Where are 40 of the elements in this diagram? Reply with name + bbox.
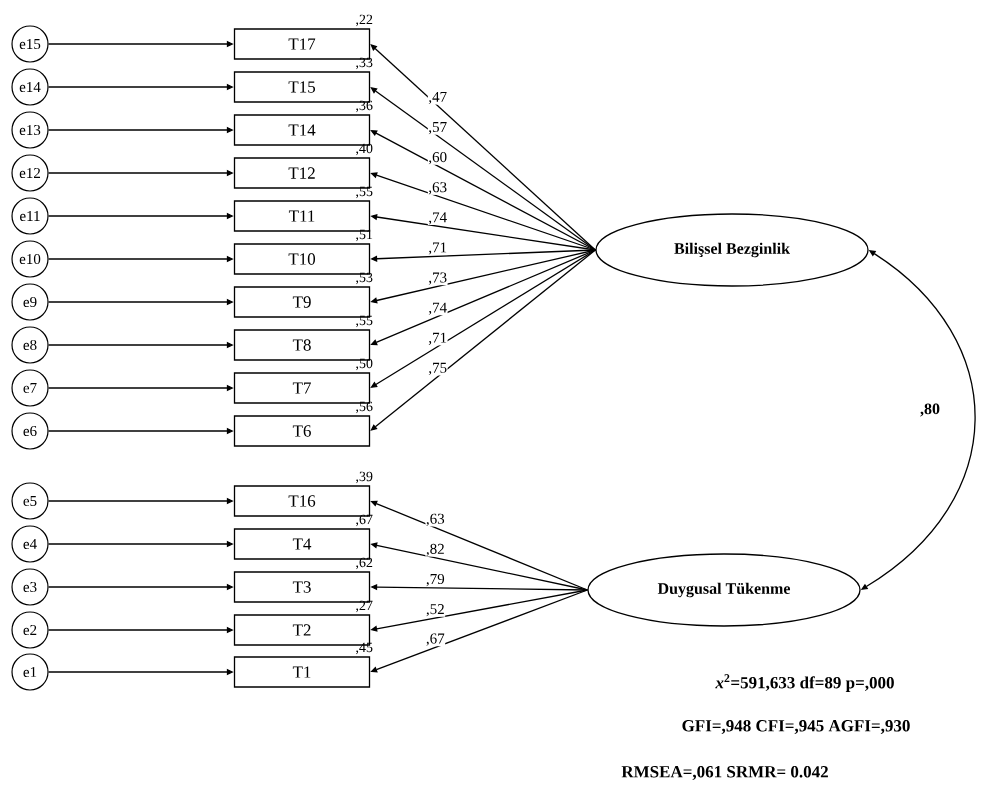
edge-label: ,79 [425,573,446,587]
r-squared-label: ,51 [356,229,373,242]
variable-box: T6 [233,415,371,447]
arrow [370,249,596,388]
edge-label: ,74 [427,211,448,225]
r-squared-label: ,56 [356,401,373,414]
arrow [370,44,596,251]
r-squared-label: ,33 [356,57,373,70]
edge-label: ,75 [427,362,448,376]
r-squared-label: ,22 [356,14,373,27]
fit-statistics: RMSEA=,061 SRMR= 0.042 [621,766,828,780]
edge-label: ,63 [425,513,446,527]
variable-box: T1 [233,656,371,688]
arrow [370,130,596,251]
edge-label: ,47 [427,91,448,105]
r-squared-label: ,50 [356,358,373,371]
arrow [370,249,596,431]
r-squared-label: ,40 [356,143,373,156]
r-squared-label: ,55 [356,315,373,328]
edge-label: ,57 [427,121,448,135]
edge-label: ,73 [427,271,448,286]
fit-statistics: GFI=,948 CFI=,945 AGFI=,930 [682,720,910,734]
edge-label: ,60 [427,151,448,165]
edge-label: ,52 [425,603,446,617]
r-squared-label: ,67 [356,514,373,527]
r-squared-label: ,55 [356,186,373,199]
edge-label: ,71 [427,241,448,256]
arrow [370,87,596,251]
edge-label: ,63 [427,181,448,195]
r-squared-label: ,27 [356,600,373,613]
edge-label: ,74 [427,302,448,316]
edge-label: ,80 [919,402,941,418]
edge-label: ,71 [427,332,448,346]
edge-label: ,67 [425,632,446,647]
r-squared-label: ,62 [356,557,373,570]
r-squared-label: ,36 [356,100,373,113]
edge-label: ,82 [425,543,446,557]
r-squared-label: ,39 [356,471,373,484]
fit-statistics: x$^{2}$=591,633 df=89 p=,000 [715,674,894,692]
r-squared-label: ,53 [356,272,373,285]
